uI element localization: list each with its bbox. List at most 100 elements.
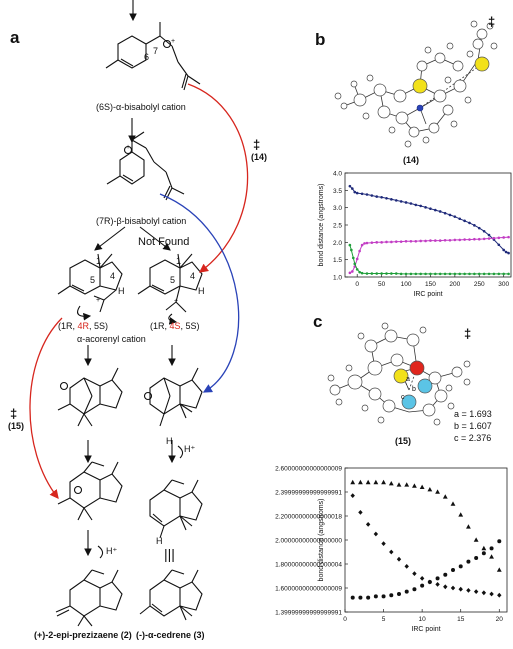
data-point-triangle	[373, 479, 379, 485]
data-point	[404, 239, 408, 243]
molecule-prezizaenyl-cation	[57, 461, 123, 521]
y-tick-label: 2.39999999999999991	[275, 490, 342, 497]
y-tick-label: 2.5	[333, 223, 342, 230]
structure-14-dagger: ‡	[488, 14, 496, 29]
data-point-circle	[443, 572, 448, 577]
atom-label-h-right-2: H	[156, 536, 163, 546]
x-tick-label: 5	[382, 616, 386, 623]
data-point	[419, 204, 422, 208]
label-bisabolyl-6s: (6S)-α-bisabolyl cation	[96, 102, 186, 112]
data-point	[473, 272, 476, 276]
atom-label-left-1: 1	[96, 256, 102, 266]
data-point-diamond	[373, 531, 379, 537]
stereo-right-highlight: 4S	[169, 321, 181, 331]
data-point	[477, 272, 481, 276]
data-point	[360, 271, 364, 275]
stereo-right-pre: (1R,	[150, 321, 170, 331]
data-point-circle	[412, 587, 417, 592]
y-tick-label: 3.5	[333, 188, 342, 195]
ts15-dagger: ‡	[10, 406, 18, 421]
data-point-diamond	[350, 493, 355, 498]
hplus-right: H⁺	[184, 444, 196, 454]
data-point	[434, 239, 437, 242]
data-point-diamond	[473, 589, 479, 594]
data-point	[404, 201, 408, 204]
data-point	[448, 238, 452, 242]
data-point	[358, 270, 361, 274]
structure-15-dagger: ‡	[464, 326, 472, 341]
data-point-triangle	[381, 479, 386, 485]
structure-15	[327, 322, 471, 426]
x-tick-label: 15	[457, 616, 465, 623]
data-point	[348, 243, 352, 247]
label-acorenyl-left: (1R, 4R, 5S)	[58, 321, 108, 331]
proton-loss-arrow-left	[97, 545, 104, 559]
y-axis-label: bond distance (angstroms)	[318, 184, 325, 267]
data-point-diamond	[443, 584, 448, 590]
label-acorenyl-right: (1R, 4S, 5S)	[150, 321, 200, 331]
y-tick-label: 2.20000000000000018	[275, 514, 342, 521]
data-point	[424, 239, 427, 243]
data-point	[385, 240, 388, 244]
x-tick-label: 100	[401, 281, 412, 288]
molecule-acorenyl-right	[137, 253, 203, 325]
label-bisabolyl-7r: (7R)-β-bisabolyl cation	[96, 216, 187, 226]
cation-charge-1: +	[171, 38, 176, 45]
data-point-circle	[373, 594, 378, 599]
data-point-triangle	[412, 483, 417, 488]
molecule-bisabolyl-6s	[105, 22, 201, 91]
data-point	[458, 217, 462, 221]
data-point-diamond	[358, 510, 363, 515]
data-point-circle	[404, 589, 409, 594]
molecule-acorenyl-left	[57, 253, 123, 321]
data-point	[375, 195, 379, 198]
chart-irc-15: 1.399999999999999911.600000000000000091.…	[275, 466, 508, 633]
arrow-red-14	[187, 83, 249, 273]
y-tick-label: 3.0	[333, 205, 342, 212]
x-tick-label: 50	[378, 281, 386, 288]
y-tick-label: 1.60000000000000009	[275, 586, 342, 593]
data-point-diamond	[481, 590, 487, 596]
label-prezizaene: (+)-2-epi-prezizaene (2)	[34, 630, 132, 640]
data-point	[394, 272, 398, 275]
atom-label-right-4: 4	[190, 271, 196, 281]
data-point	[453, 272, 457, 276]
atom-label-left-h: H	[118, 286, 125, 296]
data-point	[482, 229, 486, 233]
y-tick-label: 1.0	[333, 275, 342, 282]
data-point	[453, 238, 457, 242]
data-point-triangle	[404, 482, 410, 487]
panel-letter-b: b	[315, 30, 326, 49]
data-point	[492, 272, 496, 276]
y-axis-label: bond distance (angstroms)	[318, 499, 325, 582]
data-point-diamond	[489, 591, 494, 597]
x-axis-label: IRC point	[413, 291, 442, 298]
data-point-diamond	[497, 592, 502, 598]
data-point-circle	[435, 576, 440, 581]
data-point	[375, 241, 379, 244]
data-point-diamond	[435, 582, 440, 587]
data-point-triangle	[388, 481, 394, 486]
data-point-triangle	[473, 537, 479, 542]
data-point	[399, 240, 403, 243]
molecule-bisabolyl-7r	[106, 131, 185, 201]
data-point-triangle	[358, 479, 363, 485]
data-point-circle	[474, 556, 479, 560]
x-tick-label: 0	[343, 616, 347, 623]
data-point	[419, 239, 422, 243]
data-point	[453, 215, 457, 218]
data-point-circle	[466, 559, 471, 564]
atom-label-left-4: 4	[110, 271, 116, 281]
data-point-triangle	[435, 489, 440, 494]
data-point-circle	[358, 595, 363, 600]
molecule-tricyclic-right	[143, 367, 203, 427]
data-point	[477, 226, 481, 230]
data-point	[351, 187, 354, 190]
data-point	[370, 272, 374, 275]
data-point	[504, 250, 508, 254]
data-point-triangle	[396, 482, 402, 487]
data-point	[353, 190, 357, 194]
data-point	[482, 272, 486, 276]
data-point	[468, 272, 471, 276]
data-point	[351, 270, 354, 273]
